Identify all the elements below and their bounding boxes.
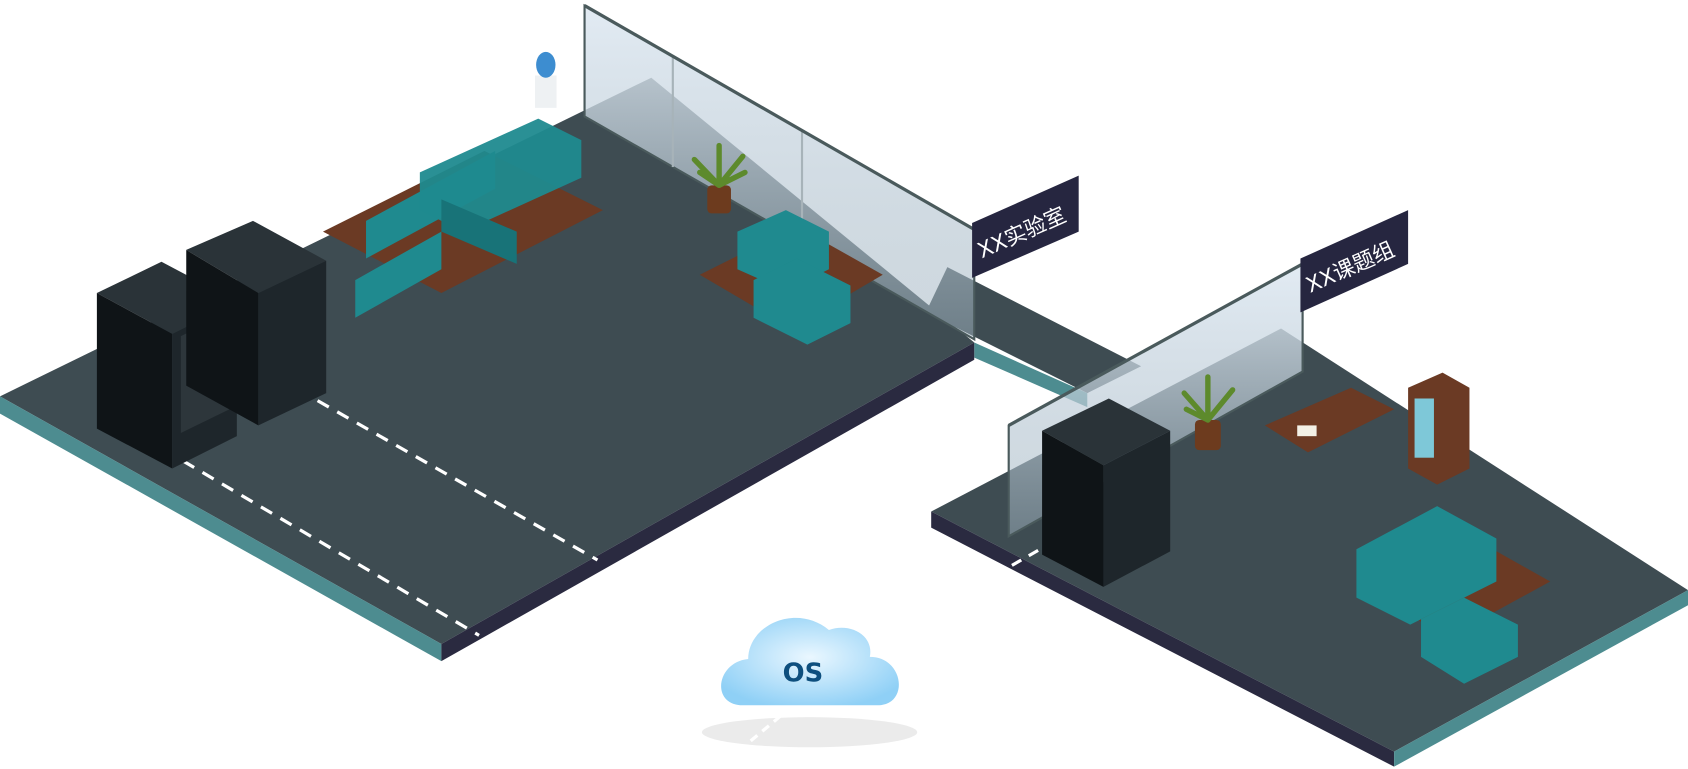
server-rack xyxy=(186,220,327,426)
group-sign: XX课题组 xyxy=(1300,210,1409,313)
dashed-network-line xyxy=(316,399,599,562)
corridor xyxy=(925,267,1142,408)
dashed-network-line xyxy=(182,459,480,637)
plant xyxy=(691,142,748,214)
workstation-cluster xyxy=(322,118,603,318)
workstation-cluster xyxy=(1356,506,1551,684)
plant xyxy=(1181,374,1236,451)
bookshelf xyxy=(1408,372,1470,485)
os-cloud: OS xyxy=(701,617,918,748)
dashed-network-line xyxy=(1011,542,1051,567)
desk xyxy=(1264,387,1395,453)
workstation-cluster xyxy=(699,210,883,345)
server-rack xyxy=(1042,398,1171,587)
lab-sign: XX实验室 xyxy=(972,175,1079,278)
water-cooler xyxy=(535,51,557,108)
cloud-label: OS xyxy=(783,659,824,689)
lab-floor xyxy=(0,77,975,662)
